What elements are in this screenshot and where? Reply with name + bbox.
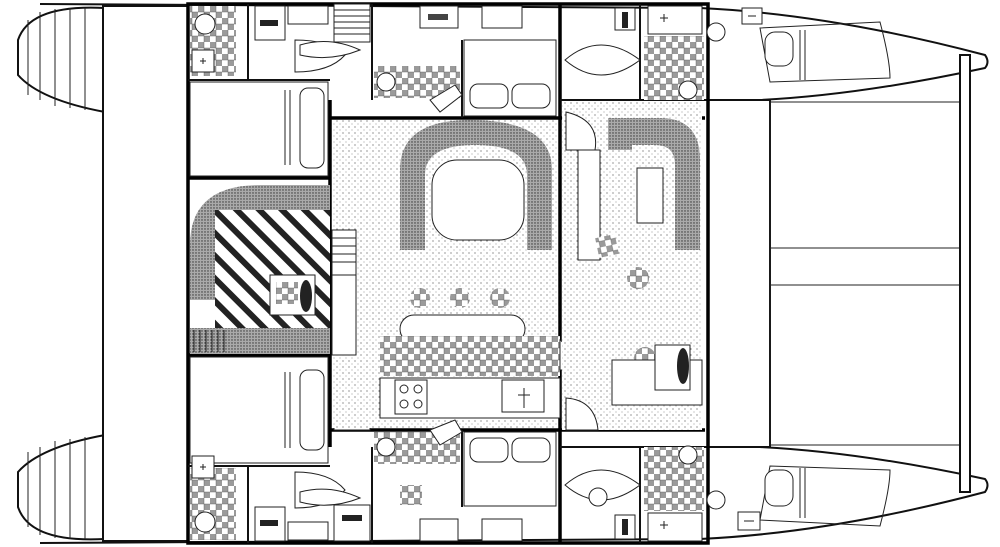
door-arc bbox=[564, 469, 641, 501]
cabin-aft-stbd bbox=[189, 356, 346, 542]
cabin-mid-stbd bbox=[463, 431, 557, 542]
toilet-icon bbox=[678, 445, 698, 465]
chair-icon bbox=[410, 288, 510, 308]
cockpit bbox=[190, 185, 357, 356]
helm-wheel-icon bbox=[677, 348, 689, 384]
settee-icon bbox=[608, 118, 700, 250]
helm-wheel-icon bbox=[300, 280, 312, 312]
toilet-icon bbox=[706, 490, 726, 510]
toilet-icon bbox=[376, 72, 396, 92]
head-fwd-port bbox=[564, 5, 763, 100]
bed-icon bbox=[759, 21, 891, 83]
stove-icon bbox=[394, 379, 428, 415]
table-icon bbox=[431, 159, 525, 241]
saloon bbox=[332, 120, 572, 428]
toilet-icon bbox=[678, 80, 698, 100]
toilet-icon bbox=[706, 22, 726, 42]
head-aft-port bbox=[299, 5, 463, 113]
settee-icon bbox=[400, 120, 552, 250]
door-arc bbox=[564, 44, 641, 76]
bed-icon bbox=[189, 356, 329, 464]
bed-icon bbox=[189, 81, 329, 177]
nav-saloon bbox=[562, 102, 703, 431]
stairs-icon bbox=[331, 229, 357, 276]
sink-icon bbox=[501, 379, 545, 413]
hull-outline bbox=[17, 3, 989, 544]
head-aft-stbd bbox=[299, 419, 463, 542]
sink-icon bbox=[429, 419, 463, 446]
bed-icon bbox=[463, 39, 557, 117]
head-fwd-stbd bbox=[564, 445, 761, 542]
toilet-icon bbox=[376, 437, 396, 457]
cabin-fwd-stbd bbox=[759, 465, 891, 527]
cabin-fwd-port bbox=[759, 21, 891, 83]
bed-icon bbox=[759, 465, 891, 527]
toilet-icon bbox=[194, 13, 216, 35]
toilet-icon bbox=[194, 511, 216, 533]
table-icon bbox=[636, 167, 664, 224]
bed-icon bbox=[463, 431, 557, 507]
sink-icon bbox=[429, 84, 463, 113]
cabin-aft-port bbox=[189, 5, 346, 177]
cabin-mid-port bbox=[463, 5, 557, 117]
toilet-icon bbox=[588, 487, 608, 507]
